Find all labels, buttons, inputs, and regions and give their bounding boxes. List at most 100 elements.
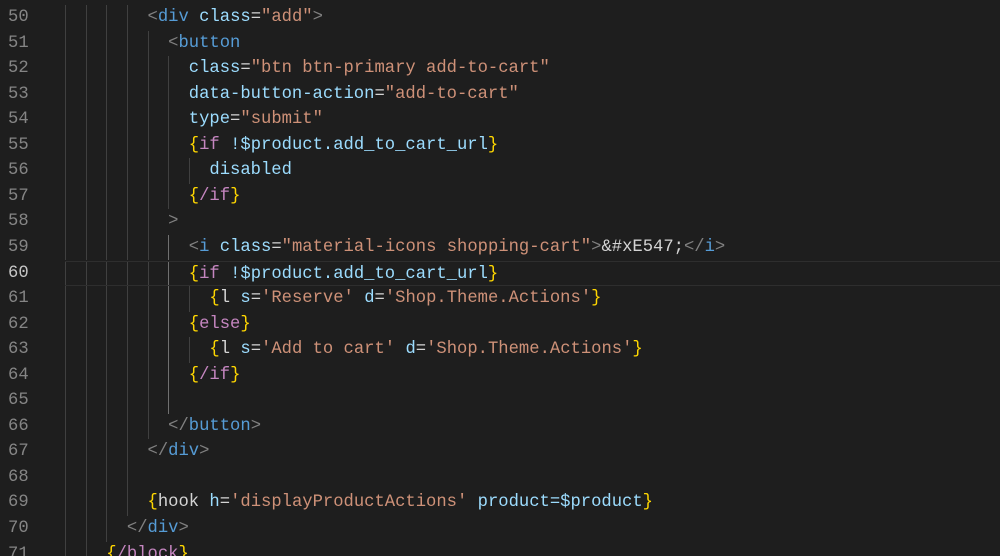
code-line[interactable]: 68 [0,464,1000,491]
code-token: class [188,59,241,79]
code-area: {if !$product.add_to_cart_url} [65,260,1000,287]
code-token: </ [126,519,148,538]
code-area: <button [65,30,1000,57]
indent-guide [65,516,66,542]
indent-guide [126,286,128,312]
code-line[interactable]: 63 {l s='Add to cart' d='Shop.Theme.Acti… [0,337,1000,363]
code-line[interactable]: 64 {/if} [0,362,1000,389]
code-line[interactable]: 61 {l s='Reserve' d='Shop.Theme.Actions'… [0,286,1000,312]
indent-guide [65,286,66,312]
code-text: {if !$product.add_to_cart_url} [65,133,498,159]
code-token: > [199,442,210,462]
code-token [65,59,189,78]
indent-guide [126,413,128,440]
code-token: s [240,340,251,360]
code-token: = [250,340,262,360]
line-number: 57 [8,186,29,206]
code-line[interactable]: 65 [0,388,1000,414]
line-number: 71 [8,544,29,556]
code-token [65,212,168,231]
code-line[interactable]: 60 {if !$product.add_to_cart_url} [0,260,1000,287]
code-line[interactable]: 62 {else} [0,311,1000,338]
code-line[interactable]: 53 data-button-action="add-to-cart" [0,81,1000,108]
code-line[interactable]: 59 <i class="material-icons shopping-car… [0,234,1000,261]
code-token: /if [199,186,231,206]
indent-guide [85,362,87,389]
code-area: {/block} [65,541,1000,556]
code-token: !$product.add_to_cart_url [219,135,488,155]
code-text: {else} [65,312,251,338]
indent-guide [65,132,66,159]
code-token: 'displayProductActions' [230,493,468,513]
code-line[interactable]: 71 {/block} [0,541,1000,556]
indent-guide [85,56,87,82]
code-area: {hook h='displayProductActions' product=… [65,490,1000,516]
code-line[interactable]: 52 class="btn btn-primary add-to-cart" [0,56,1000,82]
indent-guide [106,337,108,363]
code-token: button [188,416,251,436]
code-text: {hook h='displayProductActions' product=… [65,490,653,516]
code-token: /block [116,544,179,556]
code-area: </button> [65,413,1000,440]
code-token: < [168,33,179,53]
code-text: class="btn btn-primary add-to-cart" [65,56,550,82]
code-token [65,545,106,556]
code-line[interactable]: 50 <div class="add"> [0,5,1000,31]
code-token [65,315,189,334]
code-token [65,8,148,27]
code-token [65,187,189,206]
line-number: 52 [8,59,29,79]
code-token [467,493,477,512]
indent-guide [147,261,149,286]
indent-guide [168,183,170,210]
indent-guide [126,209,128,235]
indent-guide [65,413,66,440]
code-line[interactable]: 58 > [0,209,1000,235]
code-token [65,493,148,512]
indent-guide [85,516,87,542]
indent-guide [126,132,128,159]
line-number: 55 [8,135,29,155]
indent-guide [106,5,108,31]
indent-guide [106,388,108,414]
indent-guide [147,413,149,440]
code-token [65,85,189,104]
code-token: = [374,289,385,309]
indent-guide [85,388,87,414]
indent-guide [65,261,66,286]
code-token: = [250,8,262,27]
code-area: <i class="material-icons shopping-cart">… [65,234,1000,261]
indent-guide [106,183,108,210]
code-line[interactable]: 67 </div> [0,439,1000,465]
code-token: = [271,237,282,257]
code-token: type [188,110,231,130]
code-line[interactable]: 69 {hook h='displayProductActions' produ… [0,490,1000,516]
code-text: {/if} [65,363,241,389]
line-number: 50 [8,8,29,27]
indent-guide [147,30,149,57]
code-token: data-button-action [188,84,375,104]
code-token: /if [199,365,231,385]
code-token [65,136,189,155]
code-token: = [219,493,231,513]
code-token: { [188,365,200,385]
code-token: } [642,493,653,513]
code-line[interactable]: 55 {if !$product.add_to_cart_url} [0,132,1000,159]
code-line[interactable]: 57 {/if} [0,183,1000,210]
indent-guide [106,234,108,261]
code-line[interactable]: 70 </div> [0,516,1000,542]
code-text: {l s='Reserve' d='Shop.Theme.Actions'} [65,286,601,312]
code-token: } [230,365,241,385]
code-token [65,340,209,359]
indent-guide [65,209,66,235]
indent-guide [147,158,149,184]
code-line[interactable]: 56 disabled [0,158,1000,184]
code-line[interactable]: 66 </button> [0,413,1000,440]
code-text: {/if} [65,184,241,210]
code-text: </div> [65,439,210,465]
code-line[interactable]: 51 <button [0,30,1000,57]
indent-guide [65,107,66,133]
indent-guide [106,439,108,465]
code-line[interactable]: 54 type="submit" [0,107,1000,133]
